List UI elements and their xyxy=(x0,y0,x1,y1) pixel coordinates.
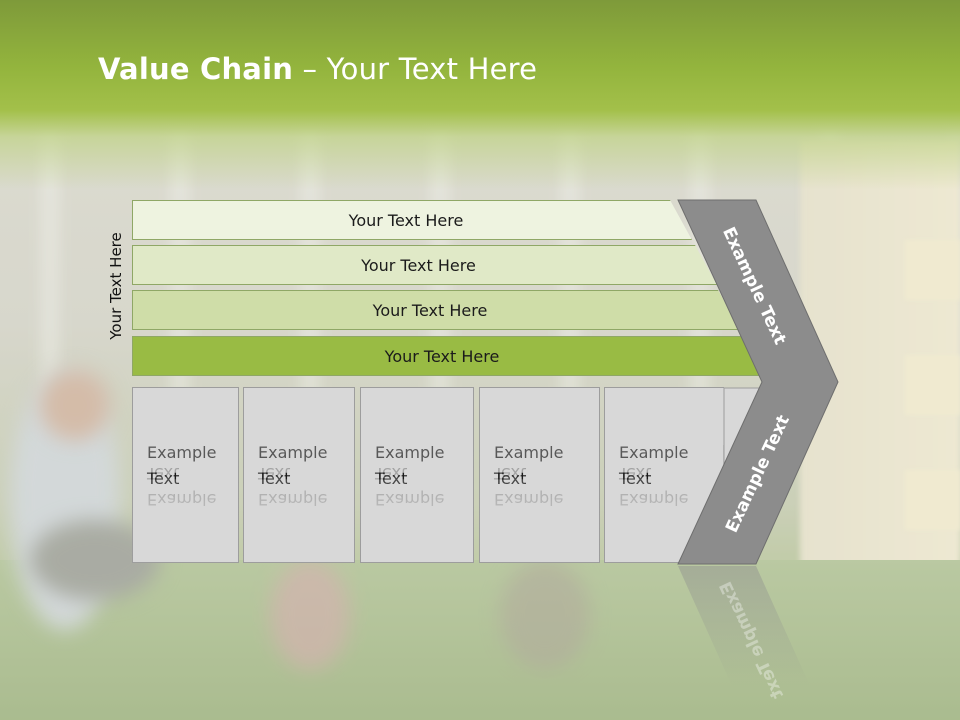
example-column-2: Example Text xyxy=(243,387,355,563)
chevron-arrow xyxy=(677,199,839,565)
background-face xyxy=(40,370,110,440)
background-window xyxy=(905,470,960,530)
background-child xyxy=(270,560,350,670)
page-title: Value Chain – Your Text Here xyxy=(98,52,538,86)
bar-row-4: Your Text Here xyxy=(132,336,764,376)
background-child xyxy=(500,560,590,670)
bar-row-2: Your Text Here xyxy=(132,245,717,285)
example-column-1: Example Text xyxy=(132,387,239,563)
background-grass xyxy=(0,560,960,720)
example-column-3: Example Text xyxy=(360,387,474,563)
background-window xyxy=(905,240,960,300)
background-window xyxy=(905,355,960,415)
chevron-reflection xyxy=(678,566,810,686)
title-band xyxy=(0,0,960,190)
example-column-5: Example Text xyxy=(604,387,724,563)
bar-row-3: Your Text Here xyxy=(132,290,740,330)
bar-row-1: Your Text Here xyxy=(132,200,692,240)
example-column-4: Example Text xyxy=(479,387,600,563)
